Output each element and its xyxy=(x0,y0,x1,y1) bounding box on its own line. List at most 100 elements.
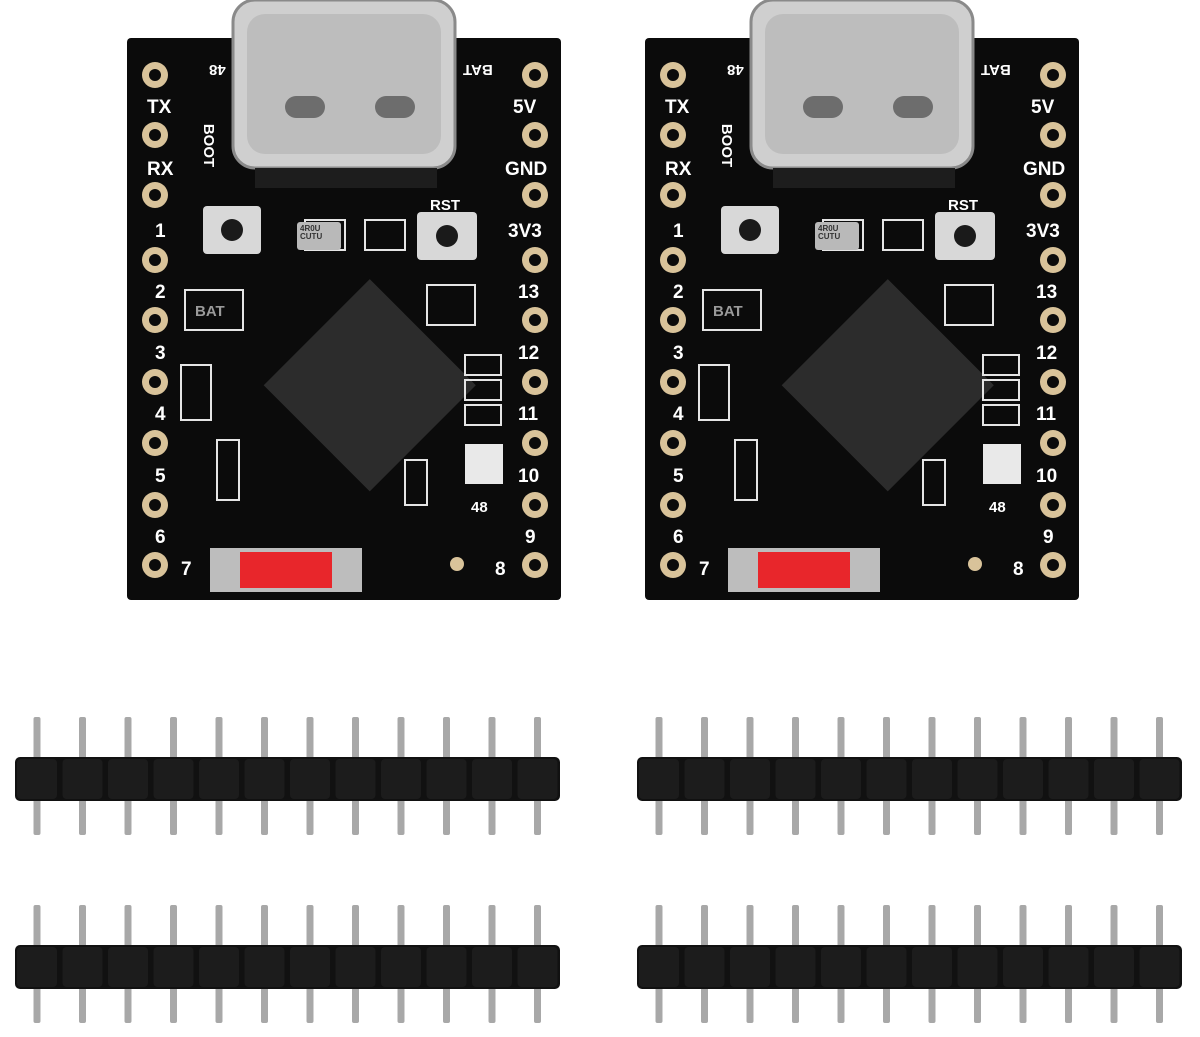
left-pin-label: 3 xyxy=(155,343,166,364)
header-segment xyxy=(108,947,148,987)
right-pin-label: 3V3 xyxy=(508,221,542,242)
left-pin-label: 4 xyxy=(155,404,166,425)
pin48-top-silk: 48 xyxy=(727,61,744,78)
rgb-led xyxy=(983,444,1021,484)
left-pin-label: 3 xyxy=(673,343,684,364)
boot-silk: BOOT xyxy=(718,123,736,168)
rst-silk: RST xyxy=(948,197,978,214)
header-segment xyxy=(775,759,816,799)
header-segment xyxy=(290,947,330,987)
header-segment xyxy=(335,759,376,799)
mcu-chip xyxy=(263,279,476,492)
header-segment xyxy=(866,759,907,799)
left-pin-label: 2 xyxy=(673,282,684,303)
header-segment xyxy=(517,759,558,799)
capacitor xyxy=(297,222,341,250)
header-segment xyxy=(821,759,861,799)
left-pin-label: RX xyxy=(665,159,692,180)
header-segment xyxy=(62,947,103,987)
header-segment xyxy=(1003,759,1043,799)
header-drawing xyxy=(15,905,560,1023)
header-segment xyxy=(381,759,421,799)
header-body xyxy=(15,945,560,989)
header-segment xyxy=(639,759,679,799)
header-segment xyxy=(472,947,512,987)
left-pin-label: TX xyxy=(665,97,690,118)
left-pin-label: 4 xyxy=(673,404,684,425)
left-pin-label: RX xyxy=(147,159,174,180)
header-segment xyxy=(866,947,907,987)
header-segment xyxy=(199,759,239,799)
header-segment xyxy=(912,759,952,799)
left-pin-label: TX xyxy=(147,97,172,118)
boot-silk: BOOT xyxy=(200,123,218,168)
right-pin-label: 10 xyxy=(1036,466,1058,487)
right-pin-label: 3V3 xyxy=(1026,221,1060,242)
pin-header-strip-4 xyxy=(637,903,1182,1033)
pin-header-strip-1 xyxy=(15,715,560,845)
header-segment xyxy=(244,759,285,799)
right-pin-label: 11 xyxy=(518,404,539,425)
left-pin-label: 6 xyxy=(155,527,166,548)
left-pin-label: 7 xyxy=(699,559,710,580)
header-segment xyxy=(290,759,330,799)
header-body xyxy=(637,757,1182,801)
header-drawing xyxy=(15,717,560,835)
right-pin-label: 13 xyxy=(518,282,540,303)
right-pin-label: 13 xyxy=(1036,282,1058,303)
bat-silk: BAT xyxy=(463,61,493,78)
left-pin-label: 1 xyxy=(155,221,166,242)
left-pin-label: 5 xyxy=(673,466,684,487)
header-segment xyxy=(775,947,816,987)
header-segment xyxy=(957,947,998,987)
header-segment xyxy=(472,759,512,799)
right-pin-label: 11 xyxy=(1036,404,1057,425)
right-pin-label: 8 xyxy=(495,559,506,580)
header-segment xyxy=(153,759,194,799)
right-pin-label: GND xyxy=(1023,159,1066,180)
header-segment xyxy=(381,947,421,987)
header-segment xyxy=(1048,947,1089,987)
right-pin-label: 9 xyxy=(1043,527,1054,548)
pin-header-strip-2 xyxy=(637,715,1182,845)
header-body xyxy=(15,757,560,801)
header-segment xyxy=(108,759,148,799)
right-pin-label: 5V xyxy=(1031,97,1055,118)
header-segment xyxy=(957,759,998,799)
header-segment xyxy=(62,759,103,799)
capacitor xyxy=(815,222,859,250)
header-segment xyxy=(684,759,725,799)
bat-chip-silk: BAT xyxy=(713,303,743,320)
header-body xyxy=(637,945,1182,989)
pcb-drawing xyxy=(645,0,1079,600)
header-segment xyxy=(335,947,376,987)
bat-chip-silk: BAT xyxy=(195,303,225,320)
right-pin-label: GND xyxy=(505,159,548,180)
pin48-bottom-silk: 48 xyxy=(471,499,488,516)
header-segment xyxy=(426,759,467,799)
header-segment xyxy=(17,759,57,799)
rgb-led xyxy=(465,444,503,484)
header-segment xyxy=(1139,947,1180,987)
header-segment xyxy=(1003,947,1043,987)
header-segment xyxy=(639,947,679,987)
right-pin-label: 12 xyxy=(518,343,540,364)
header-segment xyxy=(1139,759,1180,799)
left-pin-label: 7 xyxy=(181,559,192,580)
pin-header-strip-3 xyxy=(15,903,560,1033)
rst-silk: RST xyxy=(430,197,460,214)
right-pin-label: 12 xyxy=(1036,343,1058,364)
left-pin-label: 1 xyxy=(673,221,684,242)
header-segment xyxy=(17,947,57,987)
header-segment xyxy=(153,947,194,987)
left-pin-label: 2 xyxy=(155,282,166,303)
header-drawing xyxy=(637,717,1182,835)
header-segment xyxy=(730,759,770,799)
header-segment xyxy=(426,947,467,987)
header-segment xyxy=(821,947,861,987)
header-segment xyxy=(244,947,285,987)
dev-board-1: TX RX 1 2 3 4 5 6 7 5V GND 3V3 13 12 11 … xyxy=(125,0,565,600)
header-segment xyxy=(517,947,558,987)
right-pin-label: 10 xyxy=(518,466,540,487)
left-pin-label: 6 xyxy=(673,527,684,548)
